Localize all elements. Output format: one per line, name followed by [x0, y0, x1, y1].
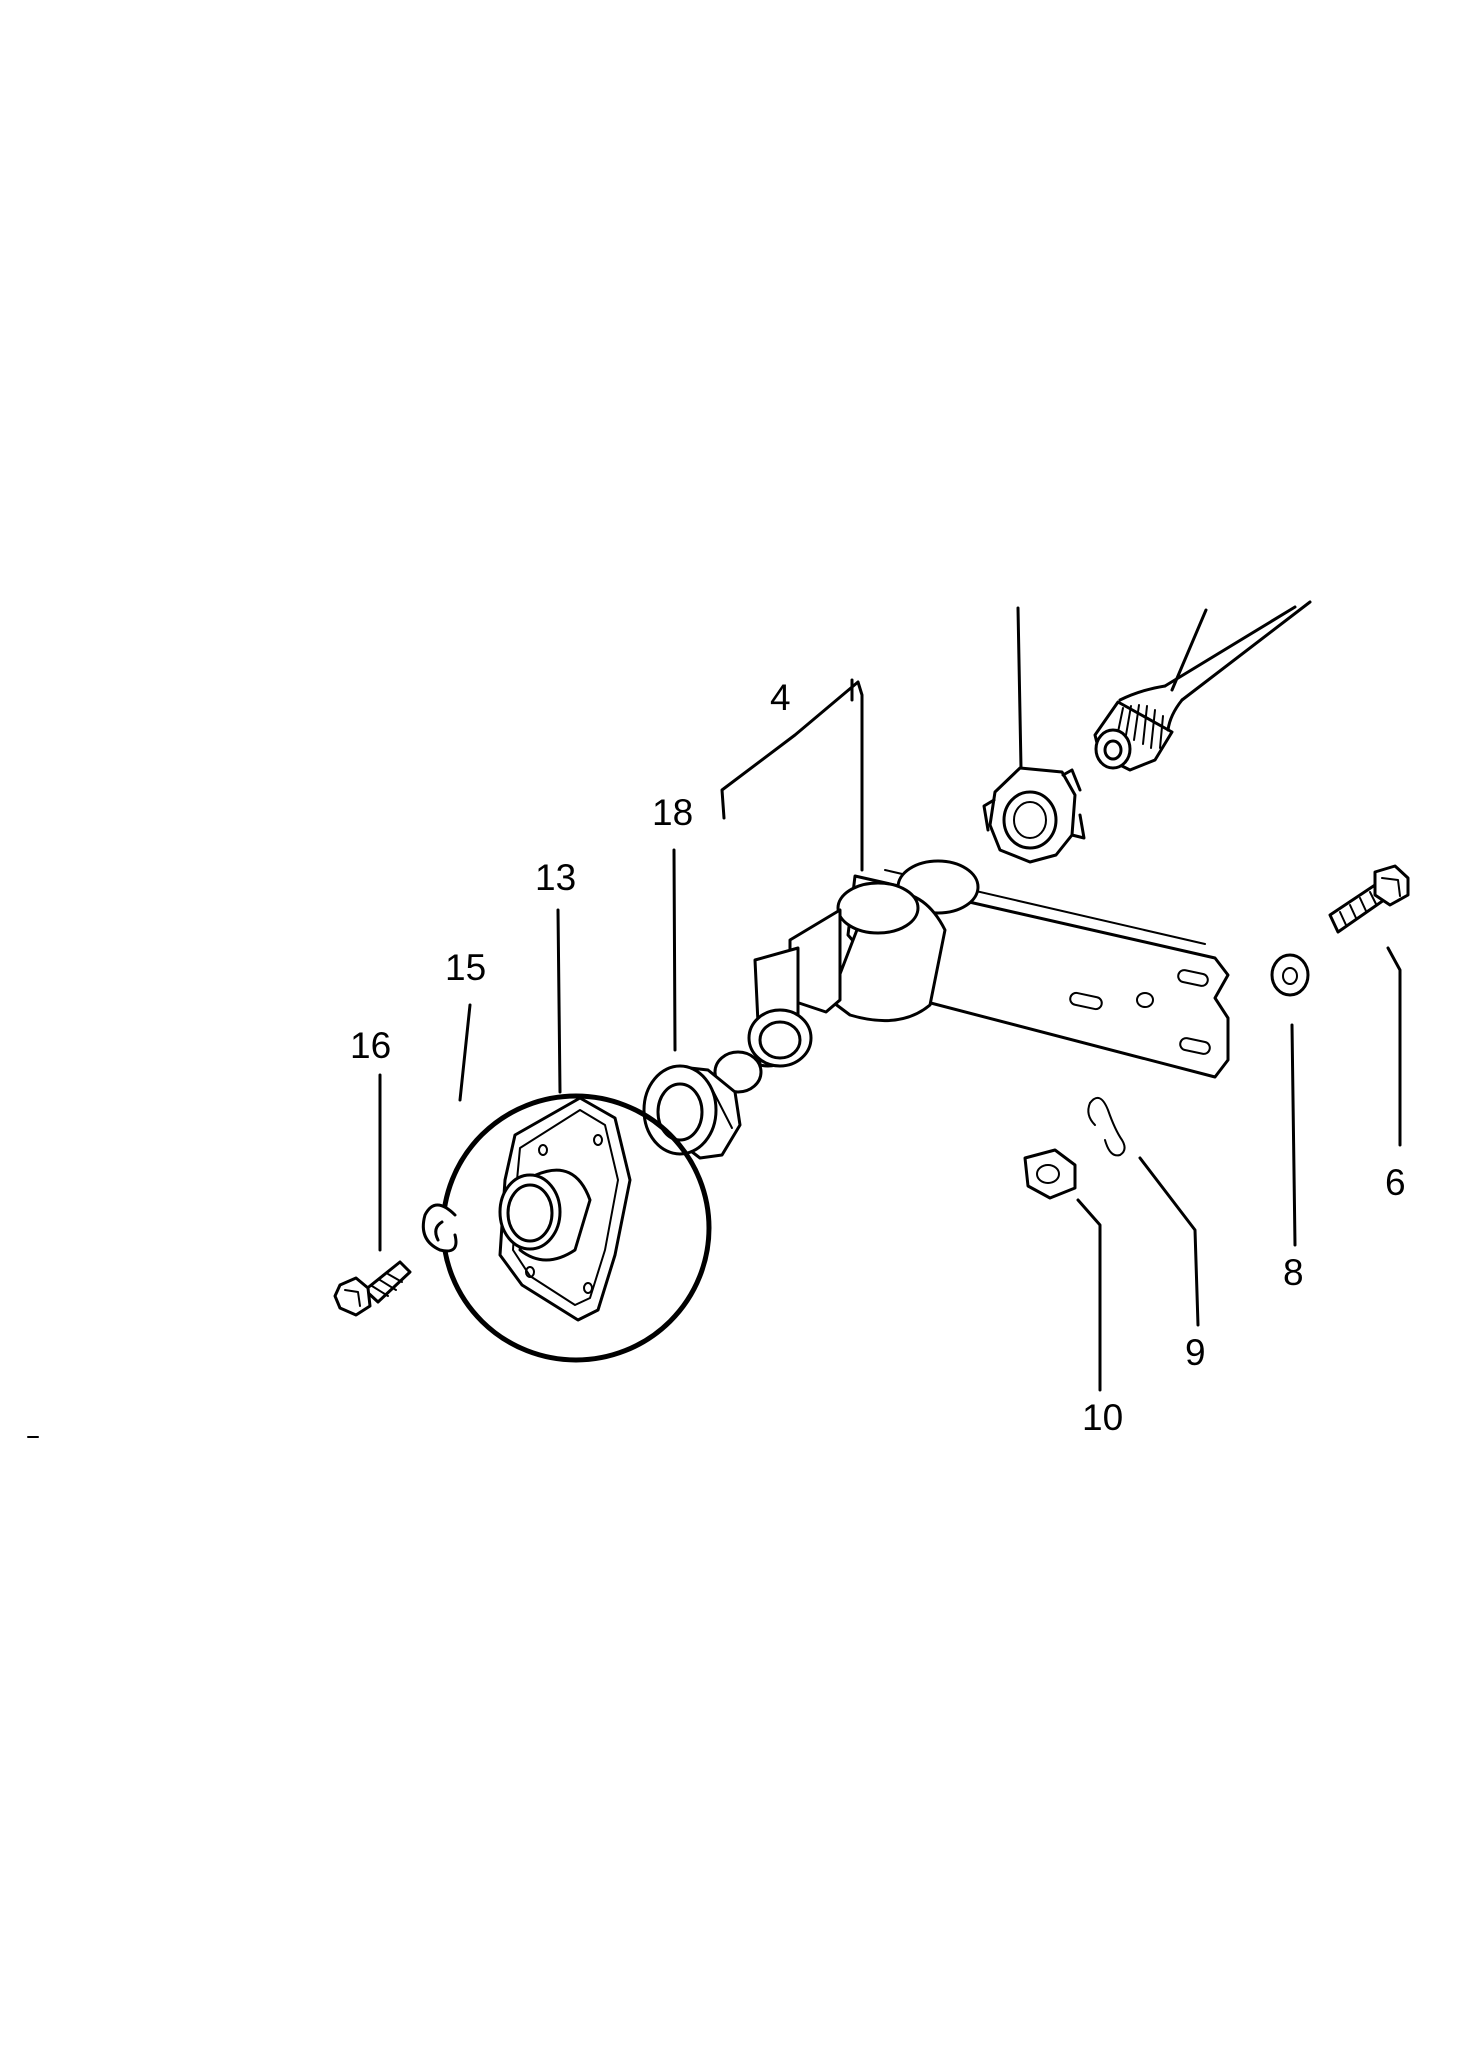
callout-13: 13	[535, 857, 576, 898]
split-pin-icon	[1087, 1096, 1200, 1327]
callout-18: 18	[652, 792, 693, 833]
callout-9: 9	[1185, 1332, 1206, 1373]
callout-10: 10	[1082, 1397, 1123, 1438]
callout-8: 8	[1283, 1252, 1304, 1293]
hex-bolt-icon	[333, 1073, 412, 1317]
castle-nut-icon	[982, 606, 1086, 864]
callout-4: 4	[770, 677, 791, 718]
retaining-ring-icon	[713, 1050, 763, 1094]
splined-shaft-icon	[1093, 600, 1312, 772]
lever-arm-icon	[747, 859, 1230, 1079]
callout-6: 6	[1385, 1162, 1406, 1203]
hex-bolt-icon	[1328, 864, 1410, 1147]
ball-bearing-icon	[642, 848, 742, 1160]
bearing-flange-icon	[498, 908, 632, 1322]
callout-4-bracket	[720, 678, 864, 872]
spring-clip-icon	[421, 1003, 472, 1253]
hex-nut-icon	[1023, 1148, 1102, 1392]
callout-16: 16	[350, 1025, 391, 1066]
callout-15: 15	[445, 947, 486, 988]
flat-washer-icon	[1270, 953, 1310, 1247]
